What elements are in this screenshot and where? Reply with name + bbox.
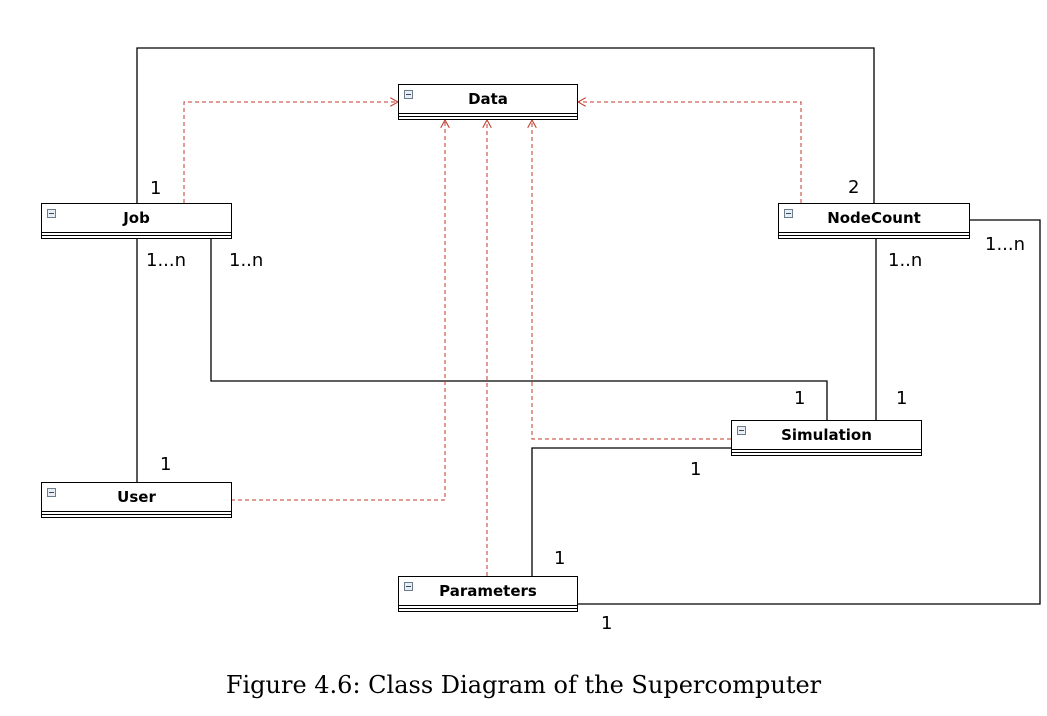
multiplicity-parameters-simulation: 1 xyxy=(554,548,566,569)
class-user-name: User xyxy=(42,483,231,512)
class-divider xyxy=(732,452,921,453)
collapse-icon[interactable] xyxy=(404,582,413,591)
class-nodecount[interactable]: NodeCount xyxy=(778,203,970,239)
multiplicity-job-simulation: 1..n xyxy=(229,250,264,271)
collapse-icon[interactable] xyxy=(737,426,746,435)
dep-nodecount-data xyxy=(578,102,802,203)
class-user[interactable]: User xyxy=(41,482,232,518)
multiplicity-simulation-nodecount: 1 xyxy=(896,388,908,409)
multiplicity-job-user: 1...n xyxy=(146,250,187,271)
class-parameters-name: Parameters xyxy=(399,577,577,606)
class-divider xyxy=(399,116,577,117)
assoc-job-nodecount xyxy=(136,47,875,203)
multiplicity-simulation-job: 1 xyxy=(794,388,806,409)
class-parameters[interactable]: Parameters xyxy=(398,576,578,612)
collapse-icon[interactable] xyxy=(784,209,793,218)
class-data-name: Data xyxy=(399,85,577,114)
class-job-name: Job xyxy=(42,204,231,233)
class-nodecount-name: NodeCount xyxy=(779,204,969,233)
multiplicity-nodecount-parameters: 1...n xyxy=(985,234,1026,255)
dep-user-data xyxy=(231,120,445,501)
collapse-icon[interactable] xyxy=(47,209,56,218)
assoc-nodecount-parameters xyxy=(577,219,1041,605)
assoc-job-simulation xyxy=(210,238,828,420)
dep-simulation-data xyxy=(532,120,731,440)
multiplicity-parameters-nodecount: 1 xyxy=(601,613,613,634)
assoc-simulation-parameters xyxy=(531,447,731,576)
class-divider xyxy=(779,235,969,236)
figure-caption: Figure 4.6: Class Diagram of the Superco… xyxy=(225,671,822,699)
collapse-icon[interactable] xyxy=(404,90,413,99)
class-simulation-name: Simulation xyxy=(732,421,921,450)
class-divider xyxy=(42,235,231,236)
class-data[interactable]: Data xyxy=(398,84,578,120)
multiplicity-user-job: 1 xyxy=(160,454,172,475)
collapse-icon[interactable] xyxy=(47,488,56,497)
dep-job-data xyxy=(183,102,398,203)
multiplicity-nodecount-top: 2 xyxy=(848,177,860,198)
class-simulation[interactable]: Simulation xyxy=(731,420,922,456)
multiplicity-job-top: 1 xyxy=(150,178,162,199)
class-job[interactable]: Job xyxy=(41,203,232,239)
multiplicity-simulation-parameters: 1 xyxy=(690,459,702,480)
class-divider xyxy=(42,514,231,515)
multiplicity-nodecount-simulation: 1..n xyxy=(888,250,923,271)
class-divider xyxy=(399,608,577,609)
